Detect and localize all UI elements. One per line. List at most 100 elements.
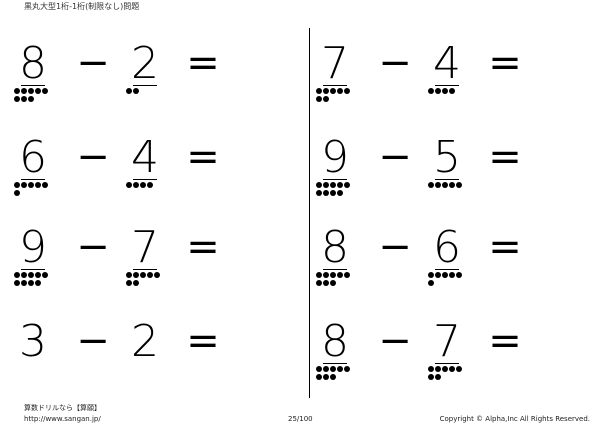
count-dot [316,272,322,278]
dot-counter [14,272,60,286]
minuend: 9 [8,222,58,286]
count-dot [330,88,336,94]
count-dot [316,280,322,286]
count-dot [21,88,27,94]
count-dot [323,190,329,196]
minus-sign: − [76,40,110,86]
count-dot [133,272,139,278]
count-dot [140,272,146,278]
minuend: 3 [8,316,58,380]
minus-sign: − [76,318,110,364]
count-dot [133,280,139,286]
digit-underline [435,85,459,86]
subtrahend-digit: 2 [131,316,159,367]
count-dot [316,96,322,102]
minus-sign: − [76,224,110,270]
problem-1: 8 − 2 = [8,38,238,102]
count-dot [428,374,434,380]
subtrahend: 7 [422,316,472,380]
count-dot [316,88,322,94]
subtrahend-digit: 4 [433,38,461,89]
equals-sign: = [488,318,522,364]
digit-underline [21,85,45,86]
dot-counter [428,88,474,94]
equals-sign: = [488,224,522,270]
count-dot [14,182,20,188]
count-dot [28,88,34,94]
equals-sign: = [186,224,220,270]
subtrahend: 7 [120,222,170,286]
count-dot [323,374,329,380]
footer-url[interactable]: http://www.sangan.jp/ [24,415,101,423]
count-dot [323,272,329,278]
count-dot [154,272,160,278]
digit-underline [323,85,347,86]
count-dot [428,280,434,286]
subtrahend-digit: 6 [433,222,461,273]
equals-sign: = [488,134,522,180]
count-dot [435,182,441,188]
footer-brand: 算数ドリルなら【算願】 [24,404,101,412]
minuend-digit: 6 [19,132,47,183]
subtrahend-digit: 2 [131,38,159,89]
count-dot [330,182,336,188]
count-dot [323,280,329,286]
dot-counter [316,272,362,286]
dot-counter [14,182,60,196]
count-dot [344,272,350,278]
problem-6: 9 − 5 = [310,132,540,196]
count-dot [442,366,448,372]
problem-3: 9 − 7 = [8,222,238,286]
count-dot [35,182,41,188]
digit-underline [133,269,157,270]
count-dot [435,88,441,94]
count-dot [316,374,322,380]
dot-counter [316,182,362,196]
equals-sign: = [488,40,522,86]
count-dot [316,190,322,196]
count-dot [35,272,41,278]
dot-counter [316,88,362,102]
minuend-digit: 3 [19,316,47,367]
count-dot [337,190,343,196]
digit-underline [323,269,347,270]
count-dot [133,182,139,188]
count-dot [126,88,132,94]
count-dot [344,182,350,188]
minuend-digit: 8 [321,316,349,367]
copyright: Copyright © Alpha,Inc All Rights Reserve… [439,415,590,423]
dot-counter [316,366,362,380]
count-dot [330,280,336,286]
count-dot [28,280,34,286]
count-dot [330,374,336,380]
minuend-digit: 7 [321,38,349,89]
count-dot [35,280,41,286]
minus-sign: − [76,134,110,180]
count-dot [126,182,132,188]
count-dot [28,96,34,102]
subtrahend: 2 [120,316,170,380]
minus-sign: − [378,224,412,270]
dot-counter [126,272,172,286]
equals-sign: = [186,318,220,364]
dot-counter [428,182,474,188]
count-dot [323,366,329,372]
dot-counter [14,88,60,102]
count-dot [442,272,448,278]
minus-sign: − [378,134,412,180]
page-number: 25/100 [288,415,313,423]
digit-underline [21,269,45,270]
problem-2: 6 − 4 = [8,132,238,196]
count-dot [126,280,132,286]
count-dot [435,272,441,278]
count-dot [21,272,27,278]
dot-counter [126,88,172,94]
count-dot [323,88,329,94]
page-title: 黒丸大型1桁-1桁(制限なし)問題 [24,2,140,11]
count-dot [133,88,139,94]
minuend: 7 [310,38,360,102]
count-dot [344,88,350,94]
count-dot [337,366,343,372]
minuend-digit: 9 [321,132,349,183]
digit-underline [435,363,459,364]
